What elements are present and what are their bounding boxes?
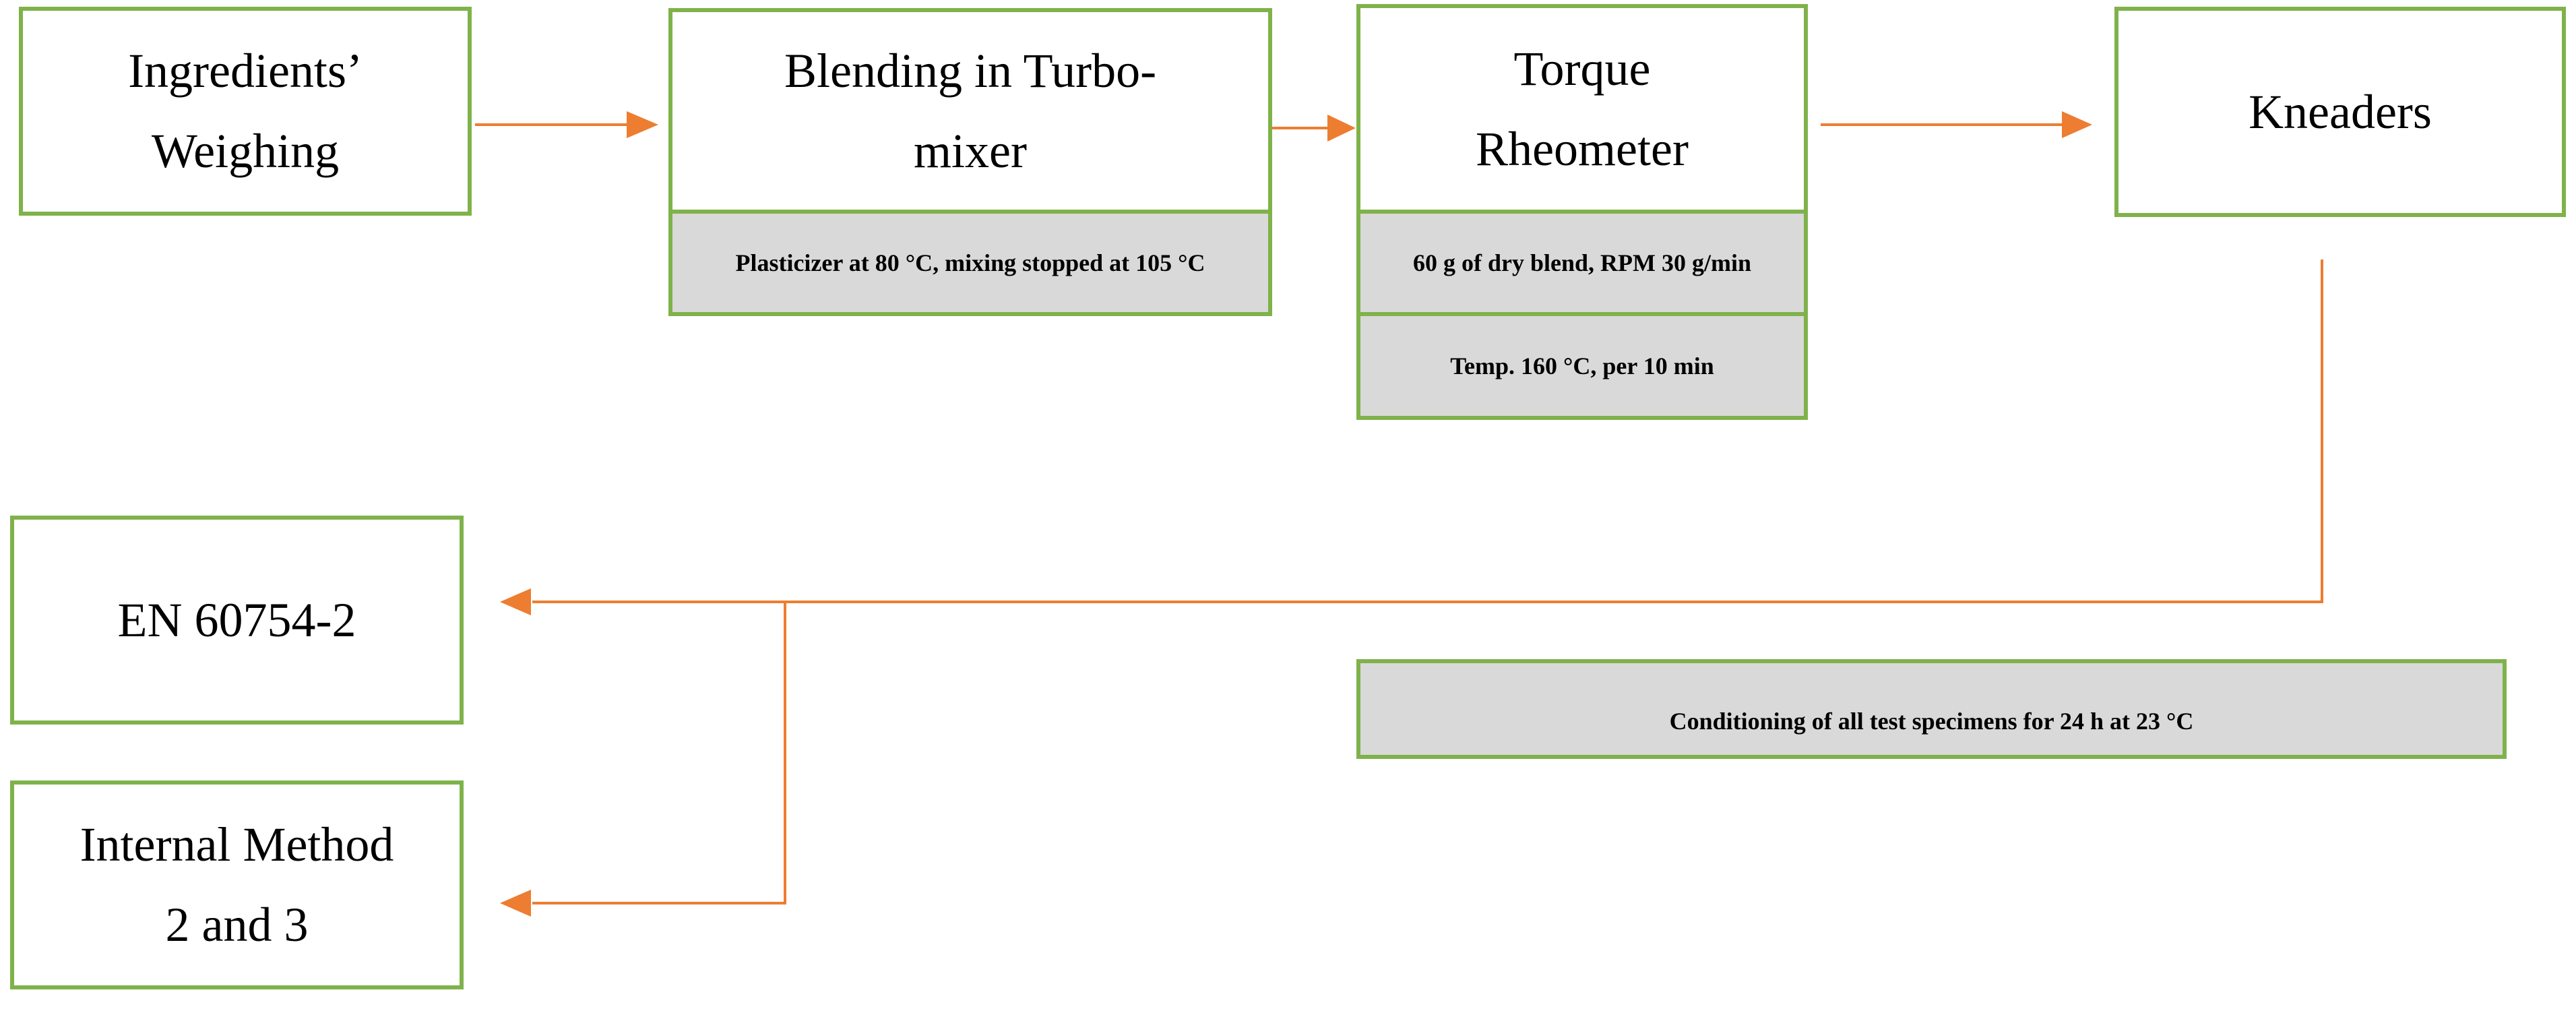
arrowhead-blending-to-torque xyxy=(1327,115,1356,142)
step-torque-rheometer: Torque Rheometer xyxy=(1356,4,1808,214)
result-internal-method: Internal Method 2 and 3 xyxy=(10,780,464,989)
arrowhead-weighing-to-blending xyxy=(627,111,658,138)
result-en-60754-2: EN 60754-2 xyxy=(10,516,464,725)
note-conditioning-specimens: Conditioning of all test specimens for 2… xyxy=(1356,659,2507,759)
note-torque-temperature: Temp. 160 °C, per 10 min xyxy=(1356,312,1808,420)
note-blending-conditions: Plasticizer at 80 °C, mixing stopped at … xyxy=(668,210,1272,316)
step-blending-turbo-mixer: Blending in Turbo- mixer xyxy=(668,8,1272,214)
step-ingredients-weighing-label: Ingredients’ Weighing xyxy=(128,44,363,178)
arrowhead-torque-to-kneaders xyxy=(2062,111,2092,138)
arrowhead-internal-method xyxy=(500,890,531,917)
note-blending-conditions-text: Plasticizer at 80 °C, mixing stopped at … xyxy=(735,249,1205,276)
note-torque-temperature-text: Temp. 160 °C, per 10 min xyxy=(1450,352,1714,379)
note-torque-mass-rpm-text: 60 g of dry blend, RPM 30 g/min xyxy=(1412,249,1751,276)
arrow-branch-to-internal-method xyxy=(532,602,786,904)
step-blending-turbo-mixer-label: Blending in Turbo- mixer xyxy=(784,43,1157,178)
result-en-60754-2-label: EN 60754-2 xyxy=(117,592,356,647)
arrowhead-en-standard xyxy=(500,588,531,615)
step-kneaders-label: Kneaders xyxy=(2249,84,2432,139)
note-conditioning-specimens-text: Conditioning of all test specimens for 2… xyxy=(1669,708,2194,735)
note-torque-mass-rpm: 60 g of dry blend, RPM 30 g/min xyxy=(1356,210,1808,316)
step-torque-rheometer-label: Torque Rheometer xyxy=(1476,41,1689,176)
result-internal-method-label: Internal Method 2 and 3 xyxy=(80,818,394,952)
arrow-kneaders-to-en-standard xyxy=(532,259,2323,603)
step-ingredients-weighing: Ingredients’ Weighing xyxy=(19,7,472,216)
step-kneaders: Kneaders xyxy=(2114,7,2566,217)
